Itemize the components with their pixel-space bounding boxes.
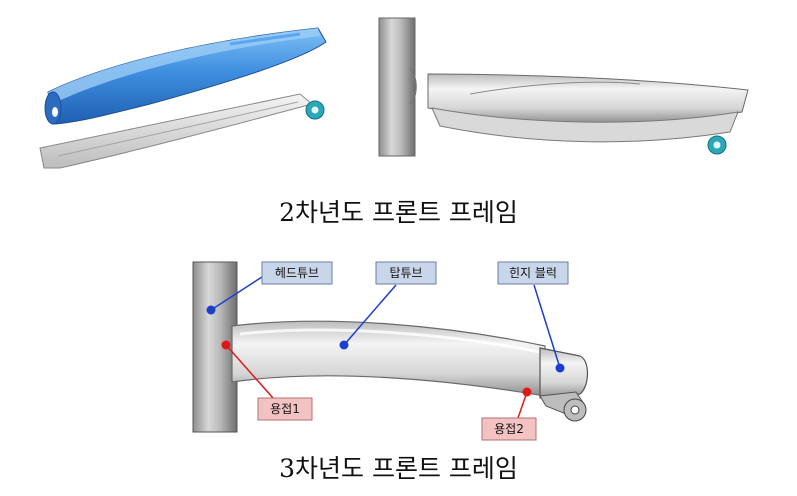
top-tube-highlight <box>239 328 541 354</box>
teal-hinge-hole <box>311 106 319 114</box>
hinge-eye-hole <box>570 405 580 415</box>
svg-text:탑튜브: 탑튜브 <box>389 266 422 280</box>
assembled-detail-line <box>469 81 641 95</box>
head-tube-notch <box>409 67 417 105</box>
blue-shell-end-opening <box>44 91 62 125</box>
top-left-exploded-frame <box>39 27 327 169</box>
assembled-lower-tray <box>431 107 739 143</box>
svg-text:헤드튜브: 헤드튜브 <box>275 266 319 280</box>
label-weld-2: 용접2 <box>481 417 537 441</box>
top-caption: 2차년도 프론트 프레임 <box>279 198 518 227</box>
head-tube-leader <box>210 274 266 311</box>
blue-shell-groove <box>229 32 301 46</box>
hinge-block-leader <box>533 284 561 369</box>
label-top-tube: 탑튜브 <box>375 261 437 285</box>
weld-2-leader <box>517 391 528 419</box>
bottom-frame: 헤드튜브 탑튜브 힌지 블럭 용접1 용접2 <box>192 261 589 441</box>
svg-text:힌지 블럭: 힌지 블럭 <box>509 266 557 280</box>
top-right-assembled-frame <box>378 17 749 157</box>
hinge-block <box>539 347 589 399</box>
head-tube-top <box>378 17 416 157</box>
weld-1-leader <box>225 344 274 399</box>
svg-text:용접2: 용접2 <box>494 422 524 436</box>
blue-shell-hole <box>52 107 58 117</box>
label-head-tube: 헤드튜브 <box>261 261 333 285</box>
svg-text:용접1: 용접1 <box>270 402 300 416</box>
tray-inner-edge <box>57 101 299 157</box>
label-weld-1: 용접1 <box>257 397 313 421</box>
head-tube <box>192 261 238 433</box>
teal-hinge-hole-right <box>713 141 721 149</box>
top-tube-leader <box>343 284 397 346</box>
bottom-caption: 3차년도 프론트 프레임 <box>279 454 518 483</box>
label-hinge-block: 힌지 블럭 <box>497 261 569 285</box>
